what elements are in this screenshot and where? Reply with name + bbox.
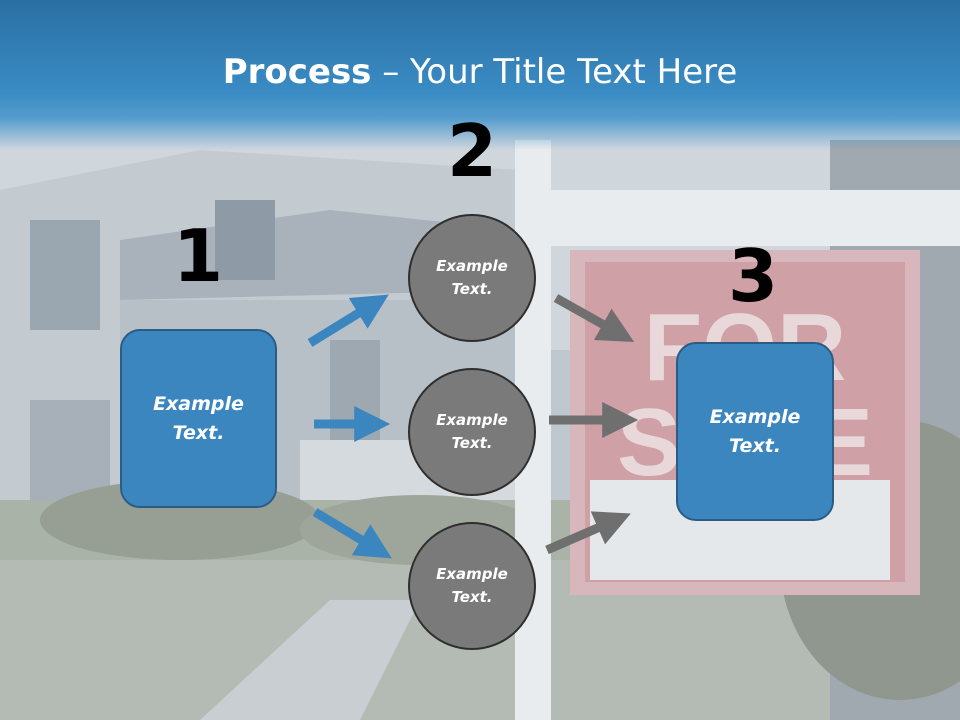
step-number-3: 3 <box>727 234 779 318</box>
step-3-box: Example Text. <box>676 342 834 521</box>
circle-text-middle: Example Text. <box>436 410 508 452</box>
step-1-box: Example Text. <box>120 329 277 508</box>
arrow-grey-up <box>545 511 631 555</box>
step-2-circle-bottom: Example Text. <box>408 522 536 650</box>
arrow-blue-up <box>307 294 389 347</box>
step-number-2: 2 <box>446 109 498 193</box>
circle-text-top: Example Text. <box>436 256 508 298</box>
page-title: Process – Your Title Text Here <box>0 52 960 92</box>
arrow-grey-down <box>553 294 635 342</box>
step-number-1: 1 <box>172 214 224 298</box>
arrow-blue-down <box>312 508 392 559</box>
step-2-circle-top: Example Text. <box>408 214 536 342</box>
step-3-text: Example Text. <box>709 406 801 457</box>
title-rest: – Your Title Text Here <box>371 52 738 92</box>
title-bold: Process <box>222 52 372 92</box>
title-banner <box>0 0 960 150</box>
step-2-circle-middle: Example Text. <box>408 368 536 496</box>
circle-text-bottom: Example Text. <box>436 564 508 606</box>
step-1-text: Example Text. <box>153 393 244 444</box>
